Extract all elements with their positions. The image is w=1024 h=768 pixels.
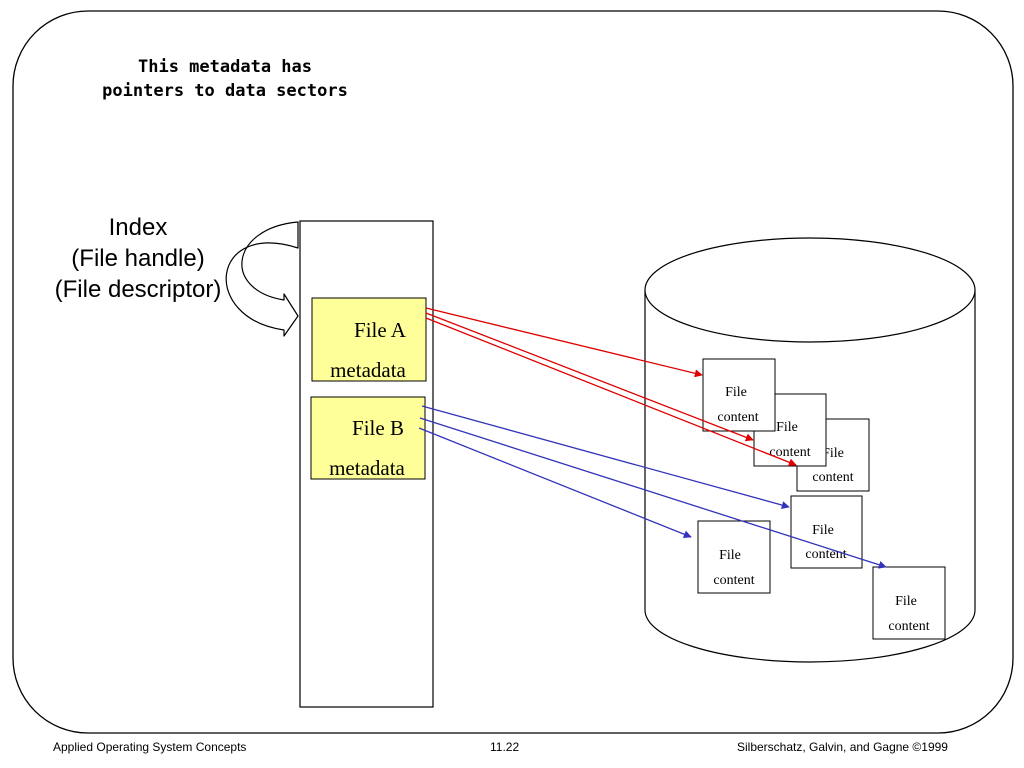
svg-text:content: content	[717, 410, 758, 425]
index-label-line-2: (File handle)	[71, 245, 205, 272]
disk-cylinder-top	[644, 237, 976, 343]
annotation-line-2: pointers to data sectors	[102, 81, 348, 101]
annotation-line-1: This metadata has	[138, 57, 312, 77]
svg-text:File: File	[895, 594, 917, 609]
svg-text:File: File	[822, 446, 844, 461]
svg-text:File: File	[725, 385, 747, 400]
file-content-box: File content	[697, 520, 771, 594]
file-b-pointer-arrow	[421, 405, 790, 509]
file-b-pointer-arrow	[418, 427, 692, 539]
file-b-pointer-arrow	[419, 417, 887, 569]
file-a-pointer-arrow	[425, 312, 754, 442]
metadata-annotation: This metadata has pointers to data secto…	[80, 55, 370, 103]
footer-page-number: 11.22	[490, 740, 520, 754]
file-b-title: File B	[352, 416, 404, 440]
file-content-box: File content	[872, 566, 946, 640]
file-a-pointer-arrow	[425, 317, 797, 467]
svg-text:File: File	[776, 420, 798, 435]
index-label-line-1: Index	[108, 214, 168, 241]
file-a-metadata-box	[311, 297, 427, 382]
file-b-subtitle: metadata	[329, 456, 405, 480]
index-label-line-3: (File descriptor)	[54, 276, 222, 303]
footer-copyright: Silberschatz, Galvin, and Gagne ©1999	[737, 740, 948, 754]
svg-text:content: content	[805, 547, 846, 562]
footer-course-title: Applied Operating System Concepts	[53, 740, 247, 754]
svg-text:content: content	[812, 470, 853, 485]
svg-text:content: content	[769, 445, 810, 460]
svg-text:File: File	[812, 523, 834, 538]
file-content-box: File content	[702, 358, 776, 432]
file-content-box: File content	[790, 495, 863, 569]
file-a-title: File A	[354, 318, 407, 342]
index-arrow	[225, 221, 299, 337]
slide-frame	[12, 10, 1014, 734]
svg-text:File: File	[719, 548, 741, 563]
svg-text:content: content	[888, 619, 929, 634]
file-a-pointer-arrow	[425, 307, 703, 378]
index-label: Index (File handle) (File descriptor)	[38, 212, 238, 305]
file-b-metadata-box	[310, 396, 426, 480]
svg-text:content: content	[713, 573, 754, 588]
file-a-subtitle: metadata	[330, 358, 406, 382]
